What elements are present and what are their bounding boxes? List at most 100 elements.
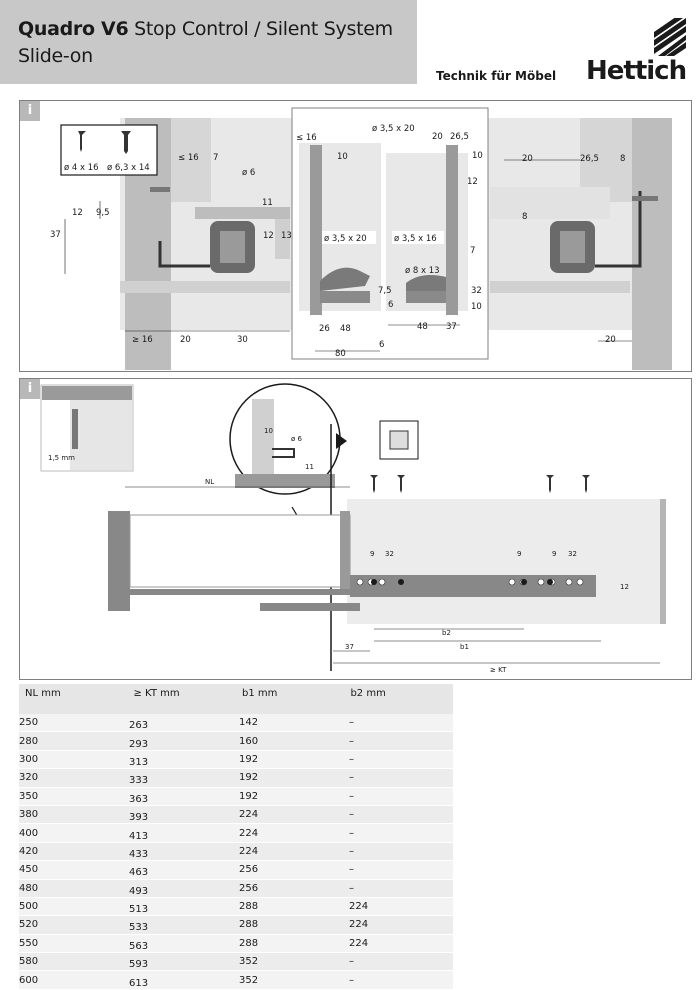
- info-icon: i: [20, 101, 40, 121]
- table-cell: 224: [349, 919, 369, 931]
- zoom-dim-3: 11: [305, 463, 314, 471]
- table-cell: 433: [129, 848, 149, 860]
- logo-wordmark: Hettich: [586, 56, 687, 86]
- col-kt: ≥ KT mm: [133, 688, 180, 699]
- dim-center-19: 37: [446, 322, 457, 332]
- dim-center-15: 10: [471, 302, 482, 312]
- table-cell: –: [349, 956, 354, 968]
- table-cell: 580: [19, 956, 39, 968]
- rear-panel: [660, 499, 666, 624]
- dim-top-5: 32: [568, 550, 577, 558]
- table-cell: 513: [129, 904, 149, 916]
- table-cell: 288: [239, 919, 259, 931]
- dim-center-2: 10: [337, 152, 348, 162]
- dim-left-1: ≤ 16: [178, 153, 199, 163]
- dim-center-6: 10: [472, 151, 483, 161]
- drawer-front: [108, 511, 130, 611]
- dim-side-12: 12: [620, 583, 629, 591]
- drilling-diagram-panel: i 1,5 mm 10 ø 6 11 NL: [19, 378, 692, 680]
- table-cell: 288: [239, 937, 259, 949]
- dim-center-13: 7,5: [378, 286, 392, 296]
- dim-center-4: 20: [432, 132, 443, 142]
- dim-kt: ≥ KT: [490, 666, 507, 674]
- table-cell: 493: [129, 885, 149, 897]
- table-cell: 352: [239, 956, 259, 968]
- dim-center-16: 26: [319, 324, 330, 334]
- dim-37: 37: [345, 643, 354, 651]
- table-row: 580 593 352 –: [19, 953, 453, 972]
- mounting-diagram: ø 4 x 16 ø 6,3 x 14 ≤ 16 7 ø 6 11 12 9,5…: [50, 107, 672, 370]
- brand-tagline: Technik für Möbel: [436, 69, 557, 83]
- table-cell: –: [349, 882, 354, 894]
- table-cell: –: [349, 809, 354, 821]
- table-cell: –: [349, 790, 354, 802]
- dim-left-5: 12: [72, 208, 83, 218]
- table-cell: 313: [129, 756, 149, 768]
- col-nl: NL mm: [25, 688, 61, 699]
- table-cell: 288: [239, 901, 259, 913]
- title-product: Quadro V6: [18, 18, 129, 40]
- table-cell: 333: [129, 775, 149, 787]
- header-title-box: Quadro V6 Stop Control / Silent System S…: [0, 0, 417, 84]
- table-cell: 600: [19, 974, 39, 986]
- table-cell: 500: [19, 901, 39, 913]
- table-row: 500 513 288 224: [19, 897, 453, 917]
- dim-b2: b2: [442, 629, 451, 637]
- direction-arrow-icon: [336, 433, 347, 449]
- hettich-logo: Hettich: [586, 18, 696, 88]
- dim-center-12: 32: [471, 286, 482, 296]
- dim-right-4: 8: [522, 212, 527, 222]
- table-cell: 350: [19, 790, 39, 802]
- table-cell: 400: [19, 827, 39, 839]
- table-cell: 224: [239, 845, 259, 857]
- title-variant: Stop Control / Silent System: [134, 18, 393, 40]
- logo-stripes-icon: [654, 18, 686, 56]
- drawer-runner: [350, 575, 596, 597]
- dim-left-3: ø 6: [242, 168, 255, 178]
- dim-center-1: ≤ 16: [296, 133, 317, 143]
- table-cell: 320: [19, 772, 39, 784]
- table-cell: 480: [19, 882, 39, 894]
- table-cell: 256: [239, 864, 259, 876]
- table-cell: 613: [129, 977, 149, 989]
- table-cell: 300: [19, 753, 39, 765]
- table-cell: 224: [349, 901, 369, 913]
- table-cell: –: [349, 864, 354, 876]
- table-cell: 380: [19, 809, 39, 821]
- screw-large-icon: [121, 131, 131, 154]
- table-cell: 413: [129, 830, 149, 842]
- dim-center-20: 80: [335, 349, 346, 359]
- table-cell: 420: [19, 845, 39, 857]
- screw-large-label: ø 6,3 x 14: [107, 163, 150, 173]
- dim-center-7: 12: [467, 177, 478, 187]
- table-cell: 293: [129, 738, 149, 750]
- table-cell: 593: [129, 959, 149, 971]
- dim-right-2: 26,5: [580, 154, 599, 164]
- dim-center-21: 6: [379, 340, 384, 350]
- table-cell: 224: [239, 809, 259, 821]
- table-cell: 142: [239, 717, 259, 729]
- dim-left-4: 11: [262, 198, 273, 208]
- screw-icon: [397, 475, 405, 493]
- table-cell: 224: [349, 937, 369, 949]
- dim-center-18: 48: [417, 322, 428, 332]
- table-cell: 363: [129, 793, 149, 805]
- dim-left-9: 13: [281, 231, 292, 241]
- table-cell: –: [349, 717, 354, 729]
- table-cell: –: [349, 827, 354, 839]
- dim-left-8: 12: [263, 231, 274, 241]
- dim-center-10: ø 8 x 13: [405, 266, 440, 276]
- dim-center-8: ø 3,5 x 20: [324, 234, 367, 244]
- dim-left-12: 30: [237, 335, 248, 345]
- table-cell: 393: [129, 812, 149, 824]
- dim-center-9: ø 3,5 x 16: [394, 234, 437, 244]
- table-cell: 192: [239, 753, 259, 765]
